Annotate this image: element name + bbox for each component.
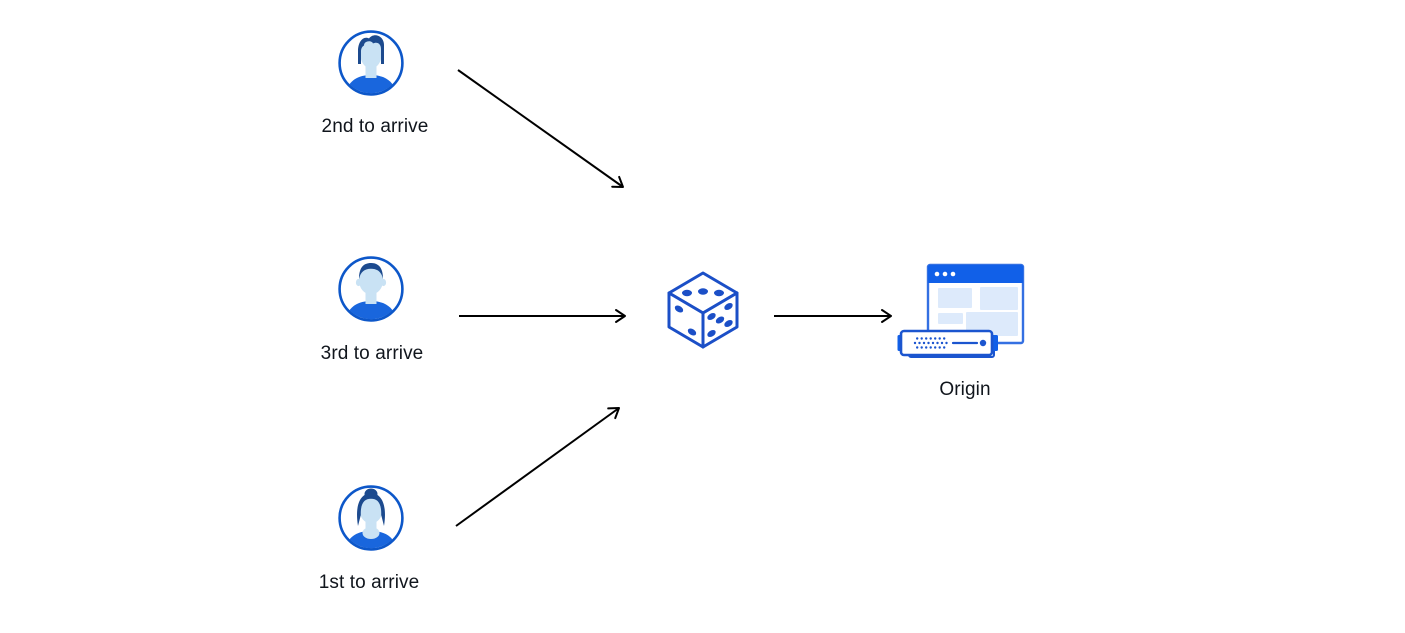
node-label-first-to-arrive: 1st to arrive bbox=[318, 572, 420, 593]
dice-icon bbox=[666, 270, 740, 350]
origin-browser-server-icon bbox=[897, 263, 1027, 361]
male-short-hair-avatar-icon bbox=[338, 256, 404, 322]
edge-arrow-second-to-dice bbox=[457, 69, 624, 188]
node-label-third-to-arrive: 3rd to arrive bbox=[320, 343, 424, 364]
female-bun-avatar-icon bbox=[338, 485, 404, 551]
node-label-second-to-arrive: 2nd to arrive bbox=[321, 116, 429, 137]
node-origin bbox=[897, 263, 1027, 361]
node-third-to-arrive bbox=[338, 256, 404, 322]
node-label-origin: Origin bbox=[939, 379, 991, 400]
node-second-to-arrive bbox=[338, 30, 404, 96]
male-pompadour-avatar-icon bbox=[338, 30, 404, 96]
edge-arrow-first-to-dice bbox=[455, 407, 620, 527]
node-randomizer bbox=[666, 270, 740, 350]
node-first-to-arrive bbox=[338, 485, 404, 551]
